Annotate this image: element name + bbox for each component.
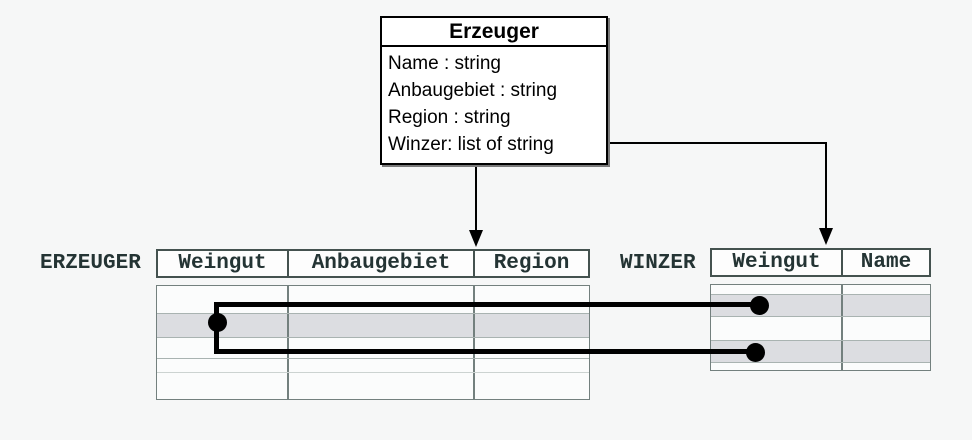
winzer-column-separator <box>841 285 843 370</box>
row-link-top-horizontal <box>214 302 760 307</box>
arrow-line-winzer-vertical <box>825 142 827 229</box>
erzeuger-table-header: Weingut Anbaugebiet Region <box>156 249 590 278</box>
winzer-column-weingut: Weingut <box>732 251 821 274</box>
winzer-row-line <box>711 340 930 341</box>
uml-class-box: Erzeuger Name : string Anbaugebiet : str… <box>380 16 608 165</box>
winzer-highlighted-row-2 <box>711 341 930 363</box>
arrowhead-down-winzer-icon <box>819 228 833 245</box>
winzer-table-label: WINZER <box>620 252 696 275</box>
winzer-table-body <box>710 284 931 371</box>
erzeuger-column-region: Region <box>473 251 588 276</box>
erzeuger-table-label: ERZEUGER <box>40 252 141 275</box>
row-link-dot-erzeuger-icon <box>208 313 227 332</box>
uml-attribute-region: Region : string <box>388 107 511 128</box>
row-link-dot-winzer-top-icon <box>750 296 769 315</box>
erzeuger-row-line <box>157 313 589 314</box>
erzeuger-row-line <box>157 358 589 359</box>
winzer-row-line <box>711 294 930 295</box>
winzer-table-header: Weingut Name <box>710 248 931 277</box>
row-link-dot-winzer-bottom-icon <box>746 343 765 362</box>
uml-attribute-winzer: Winzer: list of string <box>388 134 554 155</box>
arrow-line-class-to-erzeuger <box>475 153 477 231</box>
erzeuger-row-line <box>157 337 589 338</box>
uml-attribute-name: Name : string <box>388 53 501 74</box>
uml-attribute-anbaugebiet: Anbaugebiet : string <box>388 80 558 101</box>
uml-class-attributes: Name : string Anbaugebiet : string Regio… <box>382 47 606 163</box>
erzeuger-row-line <box>157 372 589 373</box>
erzeuger-highlighted-row <box>157 314 589 338</box>
arrow-line-winzer-horizontal <box>596 142 827 144</box>
erzeuger-column-separator-1 <box>287 286 289 399</box>
erzeuger-column-separator-2 <box>473 286 475 399</box>
erzeuger-column-anbaugebiet: Anbaugebiet <box>287 251 473 276</box>
arrowhead-down-erzeuger-icon <box>469 230 483 247</box>
winzer-row-line <box>711 316 930 317</box>
erzeuger-column-weingut: Weingut <box>178 252 267 275</box>
row-link-bottom-horizontal <box>214 349 756 354</box>
winzer-column-name: Name <box>841 250 929 275</box>
winzer-row-line <box>711 362 930 363</box>
uml-class-title: Erzeuger <box>382 18 606 47</box>
